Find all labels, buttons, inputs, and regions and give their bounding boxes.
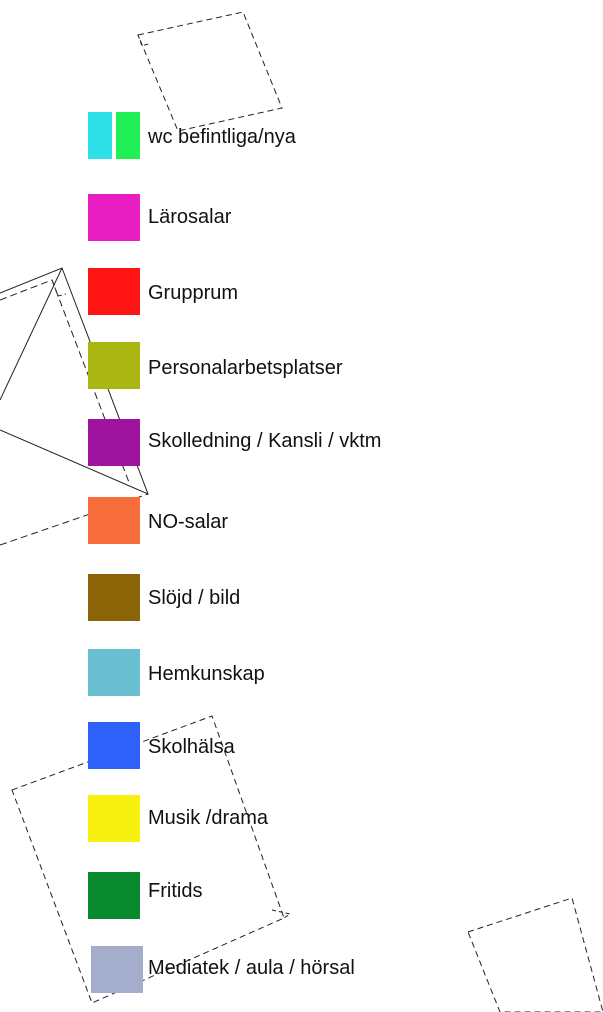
legend-swatch (88, 649, 140, 696)
legend-swatch (88, 342, 140, 389)
legend-label: Personalarbetsplatser (148, 357, 343, 379)
legend-swatch (88, 722, 140, 769)
dashed-room-notch-bottom-left (271, 909, 292, 919)
legend-label: Fritids (148, 880, 203, 902)
legend-swatch (88, 872, 140, 919)
legend-swatch (88, 795, 140, 842)
legend-swatch-wc-new (116, 112, 140, 159)
legend-label: Lärosalar (148, 206, 232, 228)
legend-label: Mediatek / aula / hörsal (148, 957, 355, 979)
legend-label: Slöjd / bild (148, 587, 241, 609)
legend-label: Hemkunskap (148, 663, 265, 685)
dashed-room-outline-top (137, 11, 283, 132)
legend-label: Skolhälsa (148, 736, 235, 758)
legend-label: Grupprum (148, 282, 239, 304)
legend-label: wc befintliga/nya (148, 126, 296, 148)
dashed-room-outline-bottom-right (467, 897, 603, 1012)
legend-swatch (88, 419, 140, 466)
legend-swatch-wc (88, 112, 140, 159)
dashed-room-notch-top (137, 34, 149, 47)
legend-swatch (91, 946, 143, 993)
legend-label: Skolledning / Kansli / vktm (148, 430, 382, 452)
building-edge-left (0, 267, 63, 401)
legend-label: Musik /drama (148, 807, 269, 829)
legend-swatch (88, 194, 140, 241)
legend-swatch-wc-existing (88, 112, 112, 159)
legend-label: NO-salar (148, 511, 229, 533)
legend-swatch (88, 574, 140, 621)
dashed-room-outline-bottom-left (11, 715, 285, 1004)
legend-swatch (88, 268, 140, 315)
dashed-wall-left-3 (51, 279, 67, 297)
dashed-wall-left-2 (0, 493, 149, 546)
legend-swatch (88, 497, 140, 544)
